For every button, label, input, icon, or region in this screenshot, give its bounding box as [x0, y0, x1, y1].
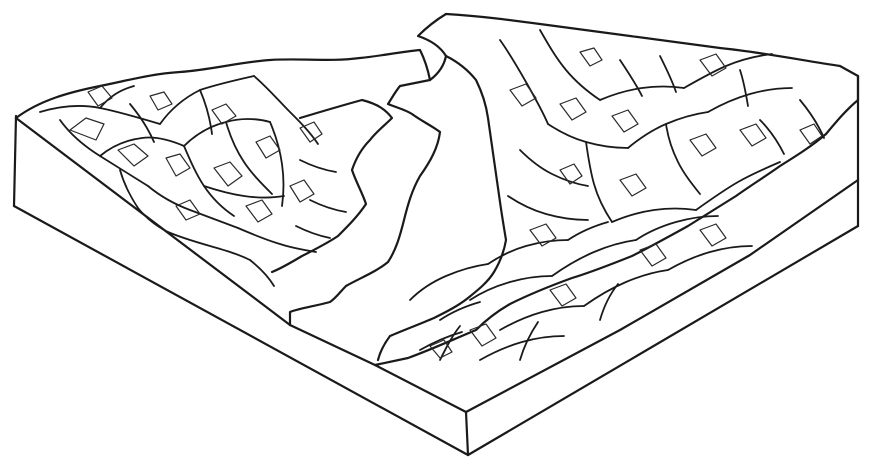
block-base	[14, 76, 860, 455]
river-channel-west-bank	[418, 14, 446, 80]
block-left-vertical-edge	[14, 116, 16, 206]
